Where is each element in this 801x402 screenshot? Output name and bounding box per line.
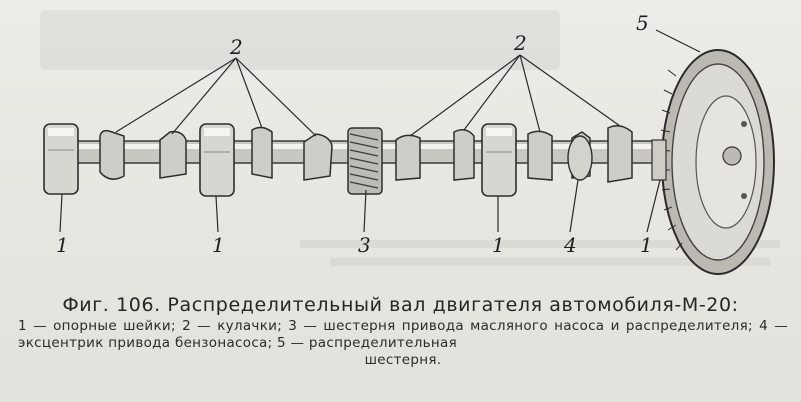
callout-oil-gear: 3: [358, 233, 371, 257]
camshaft-figure: 2 2 1 1 3 1 4 1 5: [40, 10, 780, 275]
callout-timing-gear: 5: [636, 11, 649, 35]
cam: [159, 130, 187, 179]
legend-line-1: 1 — опорные шейки; 2 — кулачки; 3 — шест…: [18, 318, 605, 334]
journal: [481, 123, 517, 197]
callout-journal-4: 1: [640, 233, 653, 257]
fuel-pump-eccentric: [567, 135, 593, 181]
cam: [303, 133, 333, 181]
leader-lines: [59, 29, 701, 233]
legend-line-3: шестерня.: [364, 352, 442, 368]
callout-cam-right: 2: [513, 31, 527, 55]
cam: [99, 129, 125, 180]
legend-line-2: и распределителя; 4 — эксцентрик привода…: [18, 318, 788, 351]
cam: [453, 129, 475, 181]
caption-title: Фиг. 106. Распределительный вал двигател…: [62, 294, 739, 316]
oil-pump-drive-gear: [347, 127, 383, 195]
figure-legend: 1 — опорные шейки; 2 — кулачки; 3 — шест…: [18, 318, 788, 369]
cam: [251, 126, 273, 179]
bleed-through-texture: [40, 10, 780, 266]
callout-eccentric: 4: [563, 233, 577, 257]
callout-journal-2: 1: [212, 233, 225, 257]
cam: [395, 134, 421, 181]
figure-caption: Фиг. 106. Распределительный вал двигател…: [0, 293, 801, 317]
bearing-journals: [43, 123, 517, 197]
journal: [199, 123, 235, 197]
callout-cam-left: 2: [229, 35, 243, 59]
cam: [607, 125, 633, 183]
callout-journal-3: 1: [492, 233, 505, 257]
timing-gear: [651, 49, 775, 275]
journal: [43, 123, 79, 195]
callout-journal-1: 1: [56, 233, 69, 257]
cam: [527, 130, 553, 181]
